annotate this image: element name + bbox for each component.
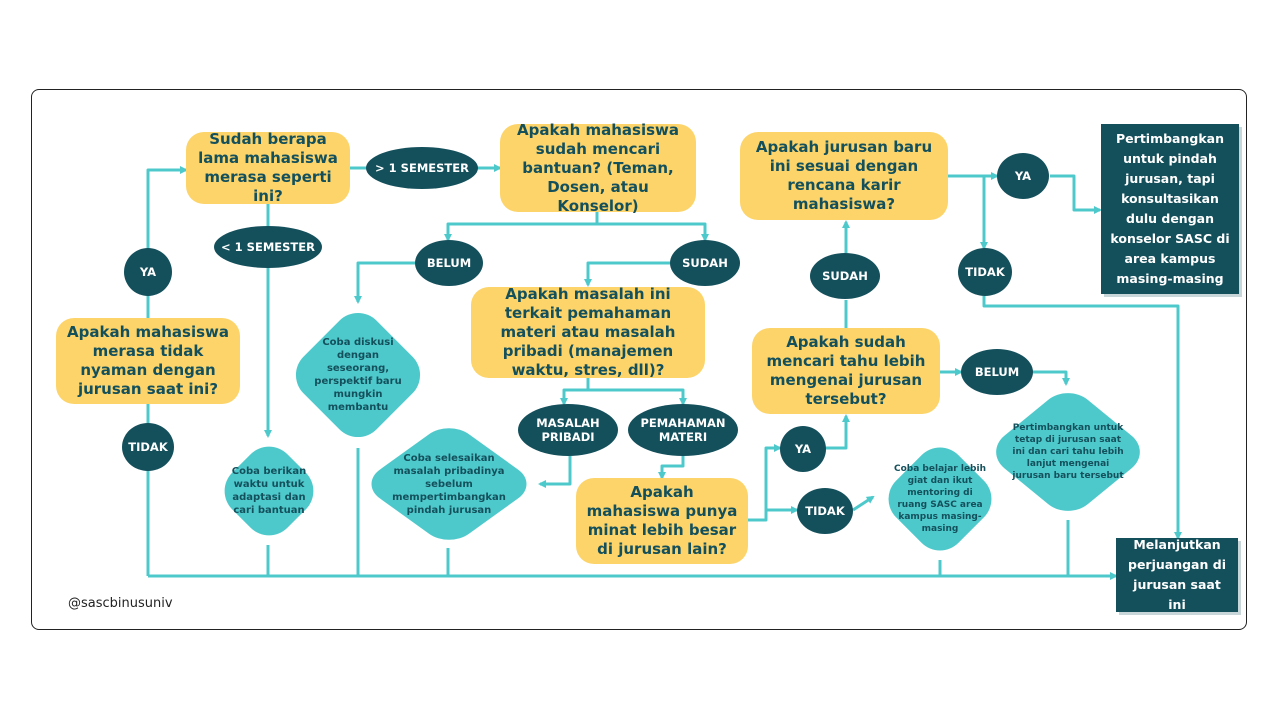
advice-tetap: Pertimbangkan untuk tetap di jurusan saa…: [984, 383, 1152, 521]
question-q6: Apakah sudah mencari tahu lebih mengenai…: [752, 328, 940, 414]
credit-handle: @sascbinusuniv: [68, 596, 173, 611]
advice-waktu-text: Coba berikan waktu untuk adaptasi dan ca…: [231, 466, 307, 516]
label-sudah-1: SUDAH: [670, 240, 740, 286]
label-pemahaman-materi: PEMAHAMAN MATERI: [628, 404, 738, 456]
advice-belajar: Coba belajar lebih giat dan ikut mentori…: [874, 436, 1006, 562]
wire-belum-diskusi: [354, 261, 415, 304]
advice-selesaikan-text: Coba selesaikan masalah pribadinya sebel…: [392, 452, 506, 516]
wire-ya3-pindah: [1050, 174, 1102, 214]
wire-q4-split: [560, 378, 590, 406]
wire-sudah-q4: [584, 261, 670, 287]
wire-tidak2-belajar: [852, 495, 875, 512]
wire-pm-q5: [658, 455, 685, 480]
advice-selesaikan: Coba selesaikan masalah pribadinya sebel…: [359, 419, 539, 549]
label-ya-3: YA: [997, 153, 1049, 199]
label-belum-2: BELUM: [961, 349, 1033, 395]
advice-diskusi: Coba diskusi dengan seseorang, perspekti…: [285, 302, 431, 448]
label-sudah-2: SUDAH: [810, 253, 880, 299]
label-gt-semester: > 1 SEMESTER: [366, 147, 478, 189]
label-lt-semester: < 1 SEMESTER: [214, 226, 322, 268]
wire-q3-split: [444, 212, 599, 242]
label-tidak-3: TIDAK: [958, 248, 1012, 296]
wire-q5-tidak: [764, 506, 799, 520]
question-q3: Apakah mahasiswa sudah mencari bantuan? …: [500, 121, 696, 215]
question-q4: Apakah masalah ini terkait pemahaman mat…: [471, 285, 705, 379]
label-ya-1: YA: [124, 248, 172, 296]
wire-q3-sudah: [597, 222, 709, 242]
wire-q5-ya: [748, 444, 782, 522]
wire-tidak3-lanjut: [982, 296, 1182, 540]
label-tidak-2: TIDAK: [797, 488, 853, 534]
advice-diskusi-text: Coba diskusi dengan seseorang, perspekti…: [314, 337, 402, 413]
wire-mp-selesaikan: [538, 455, 572, 488]
wire-belum-tetap: [1032, 370, 1070, 386]
outcome-pindah: Pertimbangkan untuk pindah jurusan, tapi…: [1101, 124, 1239, 294]
wire-q4-pm: [588, 388, 687, 406]
outcome-lanjut: Melanjutkan perjuangan di jurusan saat i…: [1116, 537, 1238, 612]
label-ya-2: YA: [780, 426, 826, 472]
question-q7: Apakah jurusan baru ini sesuai dengan re…: [740, 132, 948, 220]
advice-belajar-text: Coba belajar lebih giat dan ikut mentori…: [894, 464, 986, 534]
label-belum-1: BELUM: [415, 240, 483, 286]
label-tidak-1: TIDAK: [122, 423, 174, 471]
wire-q1-ya: [146, 166, 188, 318]
question-q5: Apakah mahasiswa punya minat lebih besar…: [576, 478, 748, 564]
question-q2: Sudah berapa lama mahasiswa merasa seper…: [186, 130, 350, 205]
question-q1: Apakah mahasiswa merasa tidak nyaman den…: [56, 318, 240, 404]
advice-waktu: Coba berikan waktu untuk adaptasi dan ca…: [213, 435, 325, 547]
wire-ya2-q6: [826, 414, 850, 450]
label-masalah-pribadi: MASALAH PRIBADI: [518, 404, 618, 456]
advice-tetap-text: Pertimbangkan untuk tetap di jurusan saa…: [1012, 423, 1124, 481]
